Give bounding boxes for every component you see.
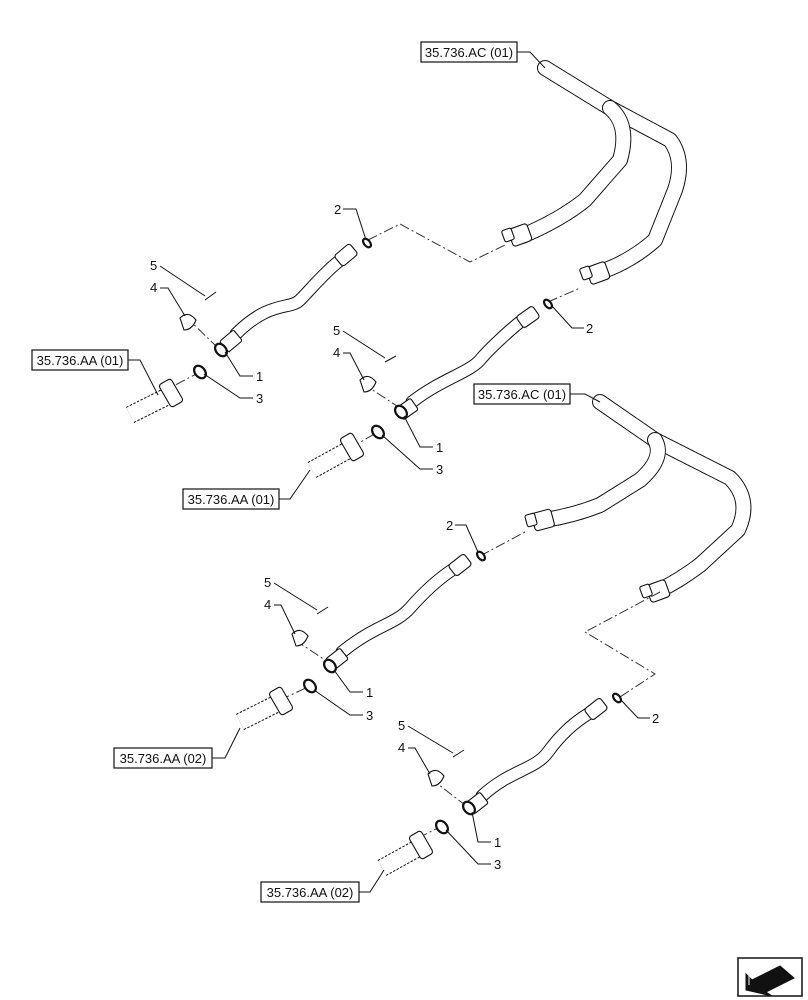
- callout-number: 4: [150, 280, 157, 295]
- callout-number: 4: [398, 740, 405, 755]
- reference-box-aa01-left[interactable]: 35.736.AA (01): [31, 349, 159, 396]
- reference-label: 35.736.AA (01): [188, 492, 275, 507]
- reference-box-ac-mid[interactable]: 35.736.AC (01): [473, 383, 601, 405]
- pipe-fitting: [524, 508, 555, 532]
- hose-assembly-3: [291, 550, 487, 694]
- reference-box-ac-top[interactable]: 35.736.AC (01): [420, 41, 546, 69]
- pipe-fitting: [639, 579, 671, 603]
- callout-number: 2: [652, 711, 659, 726]
- callout-number: 3: [436, 462, 443, 477]
- callout-group-3: 2 5 4 1 3: [264, 518, 479, 723]
- hose-assembly-2: [359, 298, 554, 440]
- hose-assembly-4: [427, 692, 623, 835]
- flange-stub: [307, 432, 365, 478]
- callout-number: 3: [256, 391, 263, 406]
- flange-stub: [125, 378, 184, 424]
- callout-number: 3: [366, 708, 373, 723]
- reference-box-aa01-mid[interactable]: 35.736.AA (01): [182, 469, 311, 510]
- navigation-arrow-icon[interactable]: [737, 957, 803, 997]
- callout-number: 2: [586, 321, 593, 336]
- callout-number: 1: [256, 369, 263, 384]
- callout-number: 4: [264, 597, 271, 612]
- flange-stub: [377, 830, 434, 876]
- pipe-assembly-mid: [524, 394, 752, 603]
- flange-stub: [235, 686, 294, 731]
- center-lines: [159, 223, 661, 839]
- callout-number: 5: [150, 258, 157, 273]
- callout-number: 1: [494, 835, 501, 850]
- callout-number: 1: [366, 685, 373, 700]
- callout-group-1: 2 5 4 1 3: [150, 202, 367, 406]
- reference-label: 35.736.AC (01): [425, 45, 513, 60]
- reference-label: 35.736.AA (01): [37, 353, 124, 368]
- pipe-fitting: [501, 223, 533, 247]
- pipe-assembly-top: [501, 60, 687, 285]
- callout-number: 4: [333, 345, 340, 360]
- callout-number: 3: [494, 857, 501, 872]
- callout-number: 1: [436, 440, 443, 455]
- callout-group-4: 2 5 4 1 3: [398, 699, 659, 872]
- pipe-fitting: [579, 261, 611, 285]
- reference-box-aa02-bottom[interactable]: 35.736.AA (02): [260, 869, 385, 903]
- reference-label: 35.736.AC (01): [478, 387, 566, 402]
- callout-number: 2: [446, 518, 453, 533]
- callout-number: 2: [334, 202, 341, 217]
- reference-box-aa02-left[interactable]: 35.736.AA (02): [113, 727, 241, 769]
- reference-label: 35.736.AA (02): [120, 751, 207, 766]
- callout-number: 5: [398, 718, 405, 733]
- callout-group-2: 2 5 4 1 3: [333, 305, 593, 477]
- reference-label: 35.736.AA (02): [267, 885, 354, 900]
- callout-number: 5: [264, 575, 271, 590]
- hose-assembly-1: [179, 237, 373, 380]
- callout-number: 5: [333, 323, 340, 338]
